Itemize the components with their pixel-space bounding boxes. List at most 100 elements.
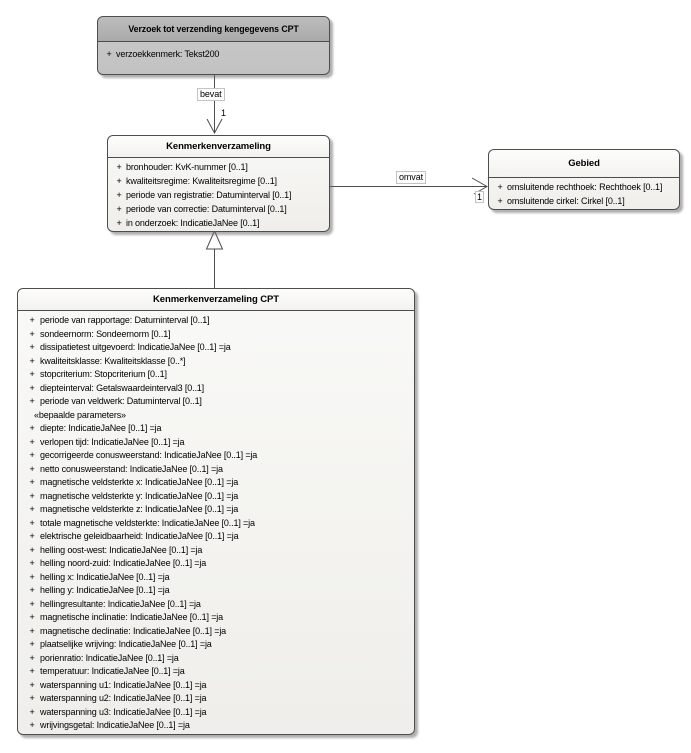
visibility-marker: +	[29, 423, 35, 433]
class-box-gebied[interactable]: Gebied + omsluitende rechthoek: Rechthoe…	[488, 149, 680, 210]
attribute-row: + wrijvingsgetal: IndicatieJaNee [0..1] …	[18, 719, 414, 733]
class-box-verzoek-tot-verzending[interactable]: Verzoek tot verzending kengegevens CPT +…	[97, 16, 330, 75]
attribute-row: + magnetische inclinatie: IndicatieJaNee…	[18, 611, 414, 625]
visibility-marker: +	[29, 720, 35, 730]
parameter-compartment: + diepte: IndicatieJaNee [0..1] =ja + ve…	[18, 422, 414, 733]
attribute-text: hellingresultante: IndicatieJaNee [0..1]…	[40, 598, 201, 609]
attribute-compartment: + omsluitende rechthoek: Rechthoek [0..1…	[489, 178, 679, 208]
attribute-text: periode van rapportage: Datuminterval [0…	[40, 315, 210, 325]
attribute-row: + periode van registratie: Datuminterval…	[108, 188, 329, 202]
visibility-marker: +	[29, 504, 35, 514]
visibility-marker: +	[29, 517, 35, 528]
visibility-marker: +	[29, 598, 35, 609]
attribute-text: plaatselijke wrijving: IndicatieJaNee [0…	[40, 639, 212, 649]
attribute-row: + gecorrigeerde conusweerstand: Indicati…	[18, 449, 414, 463]
attribute-row: + porienratio: IndicatieJaNee [0..1] =ja	[18, 652, 414, 666]
attribute-row: + helling y: IndicatieJaNee [0..1] =ja	[18, 584, 414, 598]
visibility-marker: +	[29, 639, 35, 649]
attribute-text: elektrische geleidbaarheid: IndicatieJaN…	[40, 531, 239, 541]
visibility-marker: +	[29, 436, 35, 447]
attribute-row: + stopcriterium: Stopcriterium [0..1]	[18, 368, 414, 382]
attribute-row: + helling noord-zuid: IndicatieJaNee [0.…	[18, 557, 414, 571]
attribute-text: in onderzoek: IndicatieJaNee [0..1]	[126, 218, 260, 228]
visibility-marker: +	[29, 625, 35, 636]
attribute-text: gecorrigeerde conusweerstand: IndicatieJ…	[40, 450, 258, 460]
attribute-row: + magnetische veldsterkte z: IndicatieJa…	[18, 503, 414, 517]
attribute-row: + elektrische geleidbaarheid: IndicatieJ…	[18, 530, 414, 544]
visibility-marker: +	[29, 382, 35, 393]
attribute-text: magnetische veldsterkte y: IndicatieJaNe…	[40, 490, 239, 501]
visibility-marker: +	[29, 544, 35, 555]
attribute-row: + temperatuur: IndicatieJaNee [0..1] =ja	[18, 665, 414, 679]
attribute-text: totale magnetische veldsterkte: Indicati…	[40, 517, 255, 528]
attribute-text: magnetische inclinatie: IndicatieJaNee […	[40, 612, 224, 622]
attribute-text: omsluitende cirkel: Cirkel [0..1]	[507, 196, 625, 206]
attribute-text: wrijvingsgetal: IndicatieJaNee [0..1] =j…	[40, 720, 190, 730]
visibility-marker: +	[29, 450, 35, 460]
attribute-row: + verlopen tijd: IndicatieJaNee [0..1] =…	[18, 436, 414, 450]
attribute-row: + in onderzoek: IndicatieJaNee [0..1]	[108, 216, 329, 230]
attribute-text: dissipatietest uitgevoerd: IndicatieJaNe…	[40, 342, 231, 352]
attribute-row: + waterspanning u3: IndicatieJaNee [0..1…	[18, 706, 414, 720]
attribute-text: periode van veldwerk: Datuminterval [0..…	[40, 396, 202, 406]
visibility-marker: +	[29, 693, 35, 703]
attribute-text: helling x: IndicatieJaNee [0..1] =ja	[40, 571, 170, 582]
visibility-marker: +	[106, 49, 112, 59]
attribute-text: helling oost-west: IndicatieJaNee [0..1]…	[40, 544, 203, 555]
attribute-row: + magnetische veldsterkte y: IndicatieJa…	[18, 490, 414, 504]
attribute-row: + magnetische declinatie: IndicatieJaNee…	[18, 625, 414, 639]
visibility-marker: +	[29, 477, 35, 487]
visibility-marker: +	[497, 182, 503, 192]
attribute-row: + diepteinterval: Getalswaardeinterval3 …	[18, 382, 414, 396]
class-title: Gebied	[489, 150, 679, 178]
attribute-text: kwaliteitsregime: Kwaliteitsregime [0..1…	[126, 176, 277, 186]
attribute-text: netto conusweerstand: IndicatieJaNee [0.…	[40, 463, 223, 474]
visibility-marker: +	[116, 176, 122, 186]
attribute-text: temperatuur: IndicatieJaNee [0..1] =ja	[40, 666, 185, 676]
attribute-text: waterspanning u1: IndicatieJaNee [0..1] …	[40, 679, 207, 690]
visibility-marker: +	[29, 571, 35, 582]
attribute-text: diepteinterval: Getalswaardeinterval3 [0…	[40, 382, 204, 393]
attribute-text: stopcriterium: Stopcriterium [0..1]	[40, 369, 167, 379]
attribute-row: + periode van rapportage: Datuminterval …	[18, 314, 414, 328]
visibility-marker: +	[116, 218, 122, 228]
class-title: Verzoek tot verzending kengegevens CPT	[98, 17, 329, 42]
attribute-row: + helling x: IndicatieJaNee [0..1] =ja	[18, 571, 414, 585]
attribute-text: verlopen tijd: IndicatieJaNee [0..1] =ja	[40, 436, 185, 447]
visibility-marker: +	[29, 315, 35, 325]
attribute-row: + kwaliteitsklasse: Kwaliteitsklasse [0.…	[18, 355, 414, 369]
attribute-row: + plaatselijke wrijving: IndicatieJaNee …	[18, 638, 414, 652]
attribute-text: sondeernorm: Sondeernorm [0..1]	[40, 328, 171, 339]
visibility-marker: +	[29, 558, 35, 568]
visibility-marker: +	[116, 204, 122, 214]
omvat-multiplicity-label: 1	[475, 191, 485, 203]
visibility-marker: +	[116, 190, 122, 200]
visibility-marker: +	[116, 162, 122, 172]
attribute-text: magnetische veldsterkte z: IndicatieJaNe…	[40, 504, 239, 514]
visibility-marker: +	[497, 196, 503, 206]
attribute-row: + netto conusweerstand: IndicatieJaNee […	[18, 463, 414, 477]
attribute-text: porienratio: IndicatieJaNee [0..1] =ja	[40, 652, 179, 663]
attribute-text: periode van registratie: Datuminterval […	[126, 190, 292, 200]
attribute-text: magnetische declinatie: IndicatieJaNee […	[40, 625, 227, 636]
visibility-marker: +	[29, 342, 35, 352]
class-box-kenmerkenverzameling[interactable]: Kenmerkenverzameling + bronhouder: KvK-n…	[107, 135, 330, 232]
attribute-row: + waterspanning u2: IndicatieJaNee [0..1…	[18, 692, 414, 706]
attribute-row: + sondeernorm: Sondeernorm [0..1]	[18, 328, 414, 342]
visibility-marker: +	[29, 531, 35, 541]
omvat-association-label[interactable]: omvat	[396, 171, 427, 184]
attribute-text: periode van correctie: Datuminterval [0.…	[126, 204, 287, 214]
attribute-row: + diepte: IndicatieJaNee [0..1] =ja	[18, 422, 414, 436]
visibility-marker: +	[29, 652, 35, 663]
class-box-kenmerkenverzameling-cpt[interactable]: Kenmerkenverzameling CPT + periode van r…	[17, 288, 415, 735]
attribute-text: helling y: IndicatieJaNee [0..1] =ja	[40, 585, 170, 595]
attribute-text: waterspanning u3: IndicatieJaNee [0..1] …	[40, 706, 207, 717]
attribute-row: + dissipatietest uitgevoerd: IndicatieJa…	[18, 341, 414, 355]
attribute-text: magnetische veldsterkte x: IndicatieJaNe…	[40, 477, 239, 487]
attribute-text: bronhouder: KvK-nummer [0..1]	[126, 162, 248, 172]
visibility-marker: +	[29, 490, 35, 501]
visibility-marker: +	[29, 612, 35, 622]
attribute-row: + kwaliteitsregime: Kwaliteitsregime [0.…	[108, 174, 329, 188]
bevat-association-label[interactable]: bevat	[197, 88, 225, 101]
